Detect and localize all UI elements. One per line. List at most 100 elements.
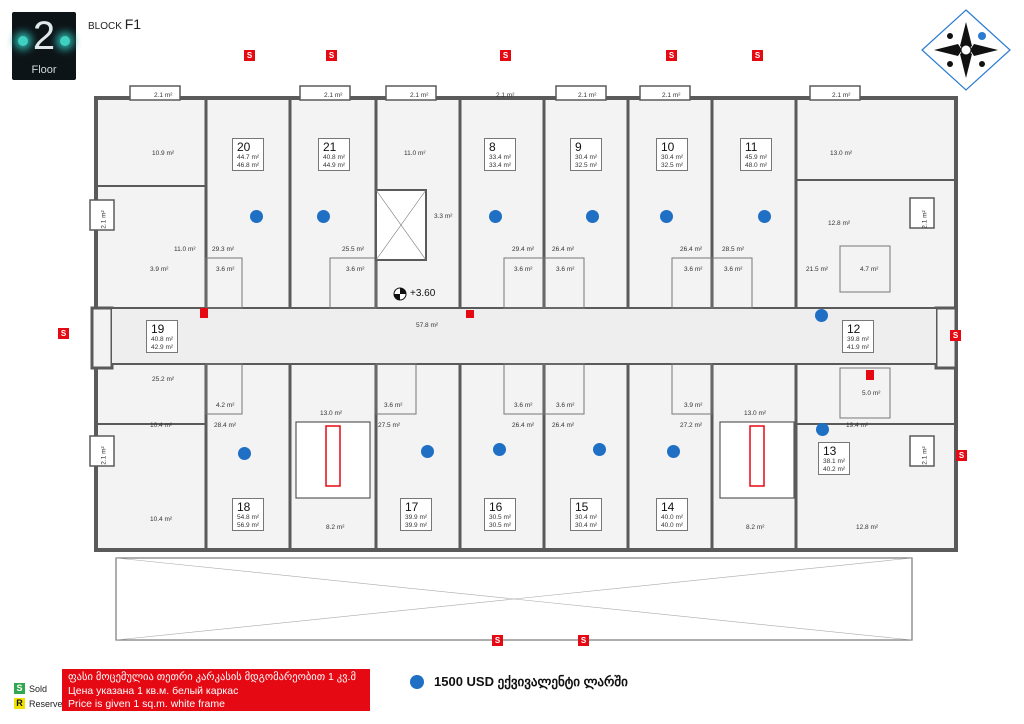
price-notice: ფასი მოცემულია თეთრი კარკასის მდგომარეობ… [62,669,370,711]
unit-number: 13 [823,444,837,458]
room-area: 26.4 m² [552,246,575,253]
room-area: 26.4 m² [680,246,703,253]
unit-area: 40.8 m² [151,336,174,343]
legend-reserved: R Reserved [14,698,68,709]
price-line-en: Price is given 1 sq.m. white frame [68,698,225,710]
room-area: 11.0 m² [404,150,426,157]
room-area: 3.6 m² [724,266,743,273]
available-dot-icon [317,210,330,223]
room-area: 3.6 m² [346,266,365,273]
balcony-area: 2.1 m² [578,92,597,99]
available-dot-icon [586,210,599,223]
unit-area: 41.9 m² [847,343,870,351]
stairs-icon [295,421,371,499]
room-area: 27.2 m² [680,422,703,429]
sold-tag: S [58,328,69,339]
unit-area: 38.1 m² [823,458,846,465]
price-line-ka: ფასი მოცემულია თეთრი კარკასის მდგომარეობ… [68,671,356,683]
room-area: 4.2 m² [216,402,235,409]
floor-badge: 2 Floor [12,12,76,80]
balcony-area: 2.1 m² [154,92,173,99]
room-area: 3.6 m² [216,266,235,273]
room-area: 13.0 m² [744,410,767,417]
room-area: 3.6 m² [514,266,533,273]
sold-key-swatch: S [14,683,25,694]
floor-label: Floor [31,64,57,76]
unit-area: 46.8 m² [237,161,260,169]
corridor-area: 57.8 m² [416,322,439,329]
room-area: 13.0 m² [320,410,343,417]
unit-number: 20 [237,140,251,154]
balcony-area: 2.1 m² [410,92,429,99]
unit-area: 30.5 m² [489,514,512,521]
room-area: 12.8 m² [856,524,879,531]
available-dot-icon [660,210,673,223]
room-area: 29.3 m² [212,246,235,253]
room-area: 26.4 m² [512,422,535,429]
unit-area: 44.9 m² [323,161,346,169]
available-dot-icon [489,210,502,223]
glow-icon [18,36,28,46]
available-note: 1500 USD ექვივალენტი ლარში [410,674,628,690]
room-area: 3.6 m² [556,402,575,409]
room-area: 8.2 m² [746,524,765,531]
block-name: F1 [124,16,142,32]
available-dot-icon [816,423,829,436]
balcony-area: 2.1 m² [324,92,343,99]
unit-number: 17 [405,500,419,514]
unit-number: 14 [661,500,675,514]
available-dot-icon [238,447,251,460]
room-area: 21.5 m² [806,266,829,273]
available-dot-icon [410,675,424,689]
unit-number: 16 [489,500,503,514]
unit-area: 30.4 m² [575,521,598,529]
balcony-area: 2.1 m² [662,92,681,99]
unit-area: 39.9 m² [405,521,428,529]
balcony-area: 2.1 m² [921,446,929,465]
unit-area: 30.4 m² [575,154,598,161]
unit-area: 39.8 m² [847,336,870,343]
price-line-ru: Цена указана 1 кв.м. белый каркас [68,684,239,697]
unit-area: 33.4 m² [489,154,512,161]
sold-tag: S [326,50,337,61]
room-area: 25.5 m² [342,246,365,253]
available-note-text: 1500 USD ექვივალენტი ლარში [434,674,628,689]
room-area: 3.6 m² [556,266,575,273]
available-dot-icon [758,210,771,223]
room-area: 28.4 m² [214,422,237,429]
block-title: BLOCK F1 [88,16,141,32]
room-area: 28.5 m² [722,246,745,253]
level-marker-icon [393,287,407,301]
stairs-icon [719,421,795,499]
unit-area: 42.9 m² [151,343,174,351]
room-area: 3.6 m² [684,266,703,273]
unit-area: 54.8 m² [237,514,260,521]
room-area: 26.4 m² [552,422,575,429]
room-area: 27.5 m² [378,422,401,429]
room-area: 3.3 m² [434,213,453,220]
available-dot-icon [493,443,506,456]
unit-number: 19 [151,322,165,336]
room-area: 3.6 m² [384,402,403,409]
unit-area: 56.9 m² [237,521,260,529]
unit-number: 9 [575,140,582,154]
available-dot-icon [250,210,263,223]
unit-area: 33.4 m² [489,161,512,169]
room-area: 12.8 m² [828,220,851,227]
room-area: 19.4 m² [846,422,869,429]
reserved-key-swatch: R [14,698,25,709]
room-area: 10.4 m² [150,422,173,429]
reserved-key-label: Reserved [29,698,68,709]
sold-tag: S [956,450,967,461]
sold-tag: S [950,330,961,341]
room-area: 29.4 m² [512,246,535,253]
